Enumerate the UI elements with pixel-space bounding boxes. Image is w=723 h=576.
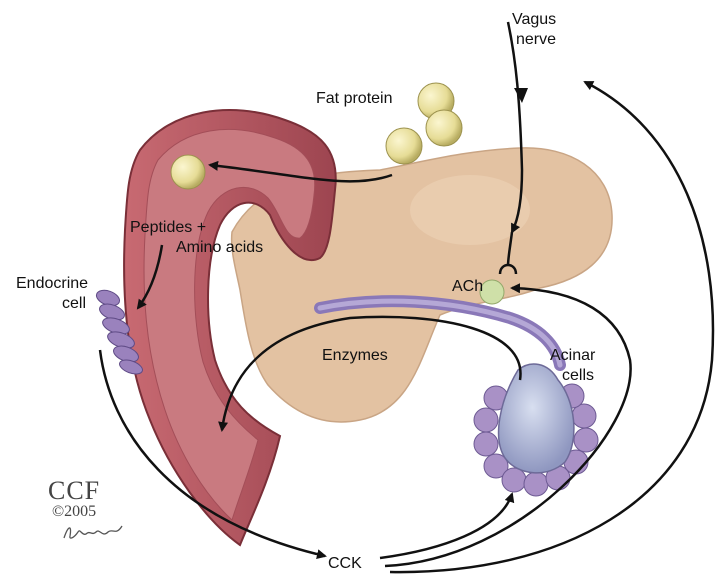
vagus-label-line1: Vagus [512, 10, 556, 29]
peptides-label-line2: Amino acids [176, 238, 263, 257]
vagus-label-line2: nerve [516, 30, 556, 49]
fat-protein-label: Fat protein [316, 89, 392, 108]
cck-label: CCK [328, 554, 362, 573]
endocrine-label-line2: cell [62, 294, 86, 313]
acinar-label-line2: cells [562, 366, 594, 385]
ach-vesicle-icon [480, 280, 504, 304]
artist-signature-icon [60, 518, 130, 544]
vagus-mid-arrowhead [514, 88, 528, 103]
cck-to-acinar-arrow [380, 494, 512, 558]
peptides-label-line1: Peptides + [130, 218, 206, 237]
fat-protein-ball-icon [426, 110, 462, 146]
endocrine-label-line1: Endocrine [16, 274, 88, 293]
fat-protein-ball-in-duodenum-icon [171, 155, 205, 189]
ach-label: ACh [452, 277, 483, 296]
enzymes-label: Enzymes [322, 346, 388, 365]
fat-protein-ball-icon [386, 128, 422, 164]
acinar-label-line1: Acinar [550, 346, 595, 365]
ccf-logo: CCF [48, 476, 100, 506]
